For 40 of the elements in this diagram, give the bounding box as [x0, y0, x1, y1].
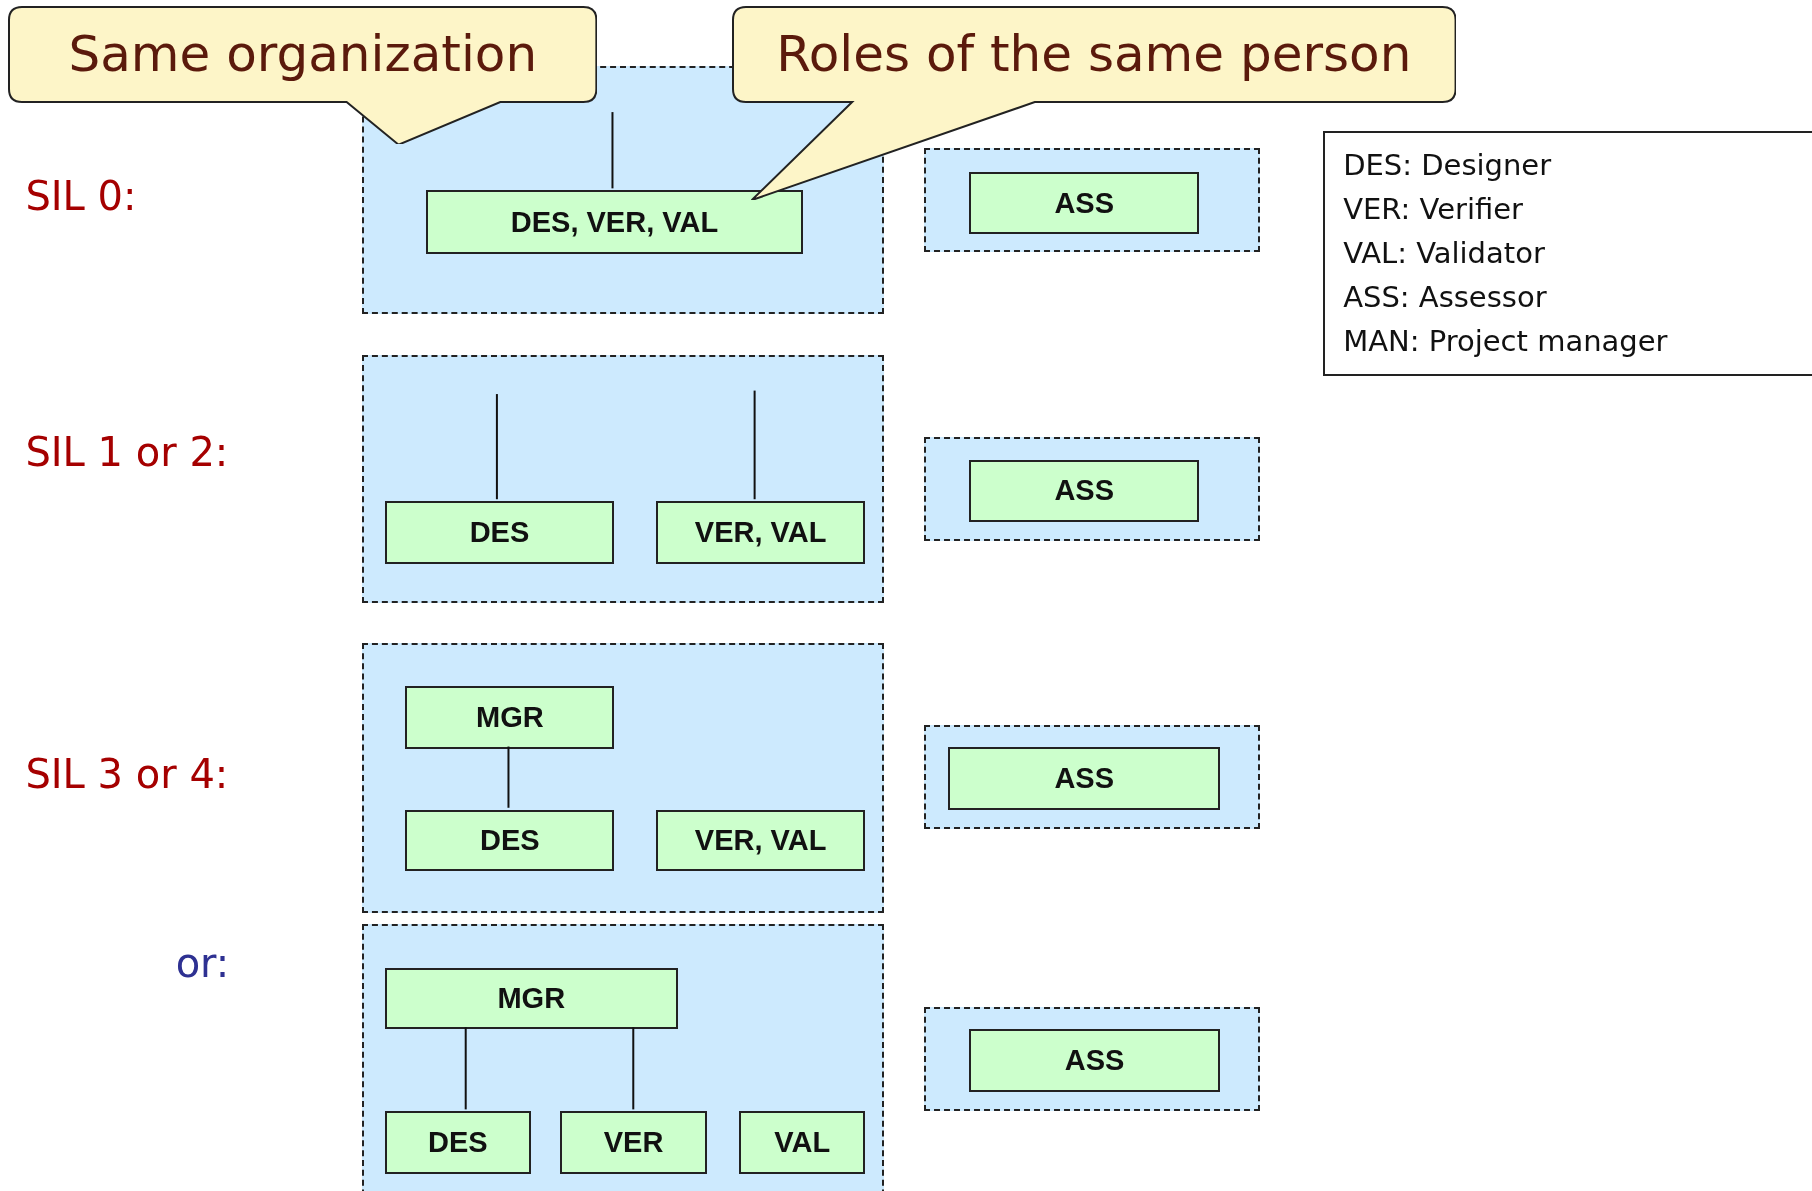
role-box: VER, VAL	[656, 809, 866, 871]
dashed-group-box	[924, 1006, 1260, 1111]
callout-text: Roles of the same person	[776, 25, 1412, 84]
level-label: SIL 3 or 4:	[25, 751, 229, 798]
role-box: VER	[560, 1111, 707, 1174]
role-box: VER, VAL	[656, 501, 866, 564]
key-entry: VER: Verifier	[1343, 191, 1525, 226]
dashed-group-box	[361, 924, 885, 1191]
connector-line	[753, 389, 756, 501]
dashed-group-box	[924, 147, 1260, 252]
role-box: DES	[384, 501, 615, 564]
role-box: MGR	[405, 686, 615, 749]
abbreviation-key-box	[1323, 130, 1812, 376]
role-box: DES	[384, 1111, 532, 1174]
connector-line	[495, 393, 498, 501]
connector-line	[632, 1026, 635, 1111]
key-entry: ASS: Assessor	[1343, 280, 1548, 315]
role-box: ASS	[969, 171, 1200, 235]
dashed-group-box	[361, 642, 885, 913]
key-entry: DES: Designer	[1343, 147, 1553, 182]
role-box: ASS	[969, 1029, 1220, 1092]
dashed-group-box	[924, 724, 1260, 829]
level-label: SIL 1 or 2:	[25, 428, 229, 475]
level-label: or:	[175, 939, 230, 986]
role-box: MGR	[384, 968, 678, 1030]
role-box: DES	[405, 809, 615, 871]
level-label: SIL 0:	[25, 173, 137, 220]
connector-line	[507, 745, 510, 809]
key-entry: VAL: Validator	[1343, 236, 1546, 271]
role-box: DES, VER, VAL	[426, 190, 803, 254]
dashed-group-box	[361, 354, 885, 604]
connector-line	[611, 111, 614, 190]
callout-tooltip	[8, 5, 598, 145]
role-box: VAL	[739, 1111, 866, 1174]
connector-line	[464, 1026, 467, 1111]
role-box: ASS	[969, 459, 1200, 522]
role-box: ASS	[948, 747, 1220, 810]
key-entry: MAN: Project manager	[1343, 324, 1669, 359]
callout-text: Same organization	[68, 25, 538, 84]
dashed-group-box	[924, 436, 1260, 541]
